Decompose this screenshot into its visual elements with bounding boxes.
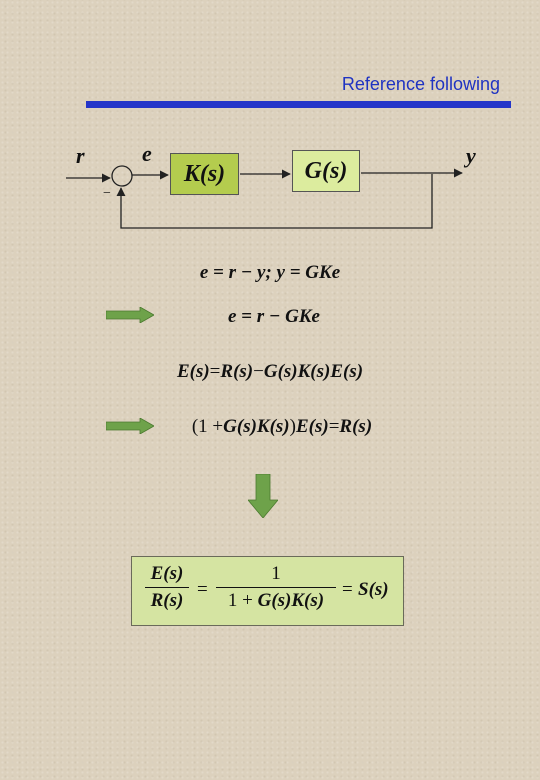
equation-1: e = r − y; y = GKe xyxy=(199,262,341,283)
eq3-rhs-a: R(s) xyxy=(220,361,254,382)
eq4-open: (1 + xyxy=(191,416,224,437)
equation-3: E(s) = R(s) − G(s)K(s)E(s) xyxy=(0,361,540,383)
input-label-r: r xyxy=(76,143,85,168)
right-arrow-icon xyxy=(106,418,154,434)
slide-title: Reference following xyxy=(341,74,500,94)
error-label-e: e xyxy=(142,141,152,166)
plant-label: G(s) xyxy=(304,157,348,184)
frac2-den-b: G(s)K(s) xyxy=(257,590,325,611)
output-label-y: y xyxy=(466,143,476,168)
frac1-denominator: R(s) xyxy=(150,590,184,611)
equals-2: = xyxy=(342,579,353,600)
right-arrow-icon xyxy=(106,307,154,323)
summing-junction xyxy=(111,165,133,187)
eq4-e: E(s) xyxy=(295,416,329,437)
eq3-equals: = xyxy=(209,361,221,382)
fraction-one-over-1-plus-gk: 1 1 + G(s)K(s) xyxy=(216,563,336,612)
eq3-minus: − xyxy=(253,361,264,382)
eq3-rhs-b: G(s)K(s)E(s) xyxy=(263,361,364,382)
title-underline xyxy=(86,101,511,108)
sensitivity-function: S(s) xyxy=(358,579,389,600)
down-arrow-icon xyxy=(248,474,278,518)
frac1-numerator: E(s) xyxy=(150,563,184,584)
frac2-numerator: 1 xyxy=(271,563,281,584)
eq4-equals: = xyxy=(328,416,340,437)
eq4-gk: G(s)K(s) xyxy=(223,416,290,437)
equation-2: e = r − GKe xyxy=(228,306,320,327)
minus-sign: − xyxy=(103,186,111,201)
plant-block: G(s) xyxy=(292,150,360,192)
eq3-lhs: E(s) xyxy=(176,361,210,382)
sensitivity-result-box: E(s) R(s) = 1 1 + G(s)K(s) = S(s) xyxy=(131,556,404,626)
controller-label: K(s) xyxy=(183,160,226,187)
equals-1: = xyxy=(197,579,208,600)
feedback-path xyxy=(116,174,433,229)
eq4-close: ) xyxy=(289,416,296,437)
eq4-r: R(s) xyxy=(339,416,373,437)
controller-block: K(s) xyxy=(170,153,239,195)
frac2-den-a: 1 + xyxy=(227,590,258,611)
fraction-e-over-r: E(s) R(s) xyxy=(145,563,189,612)
equation-4: (1 + G(s)K(s))E(s) = R(s) xyxy=(12,416,540,438)
